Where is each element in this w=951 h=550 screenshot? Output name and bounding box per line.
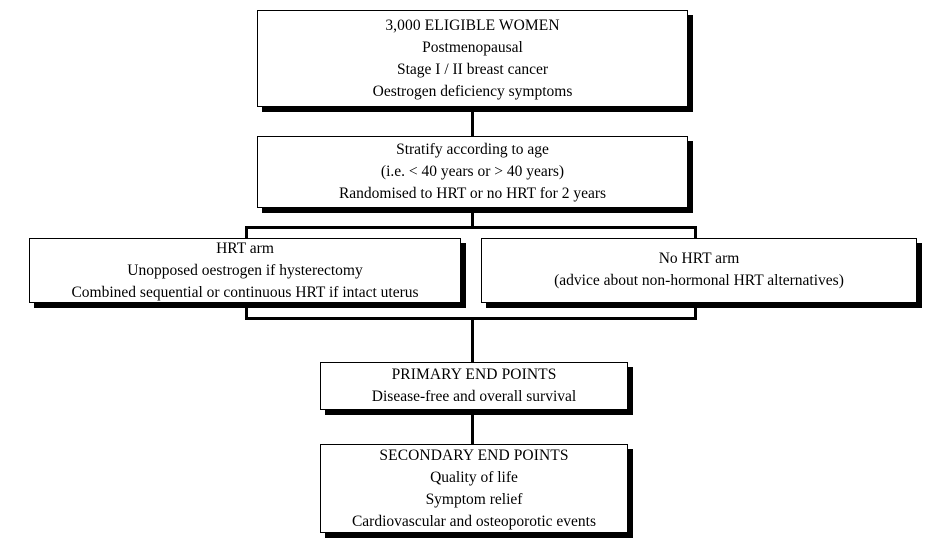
no-hrt-arm-line-1: No HRT arm: [658, 250, 740, 267]
hrt-arm-line-1: HRT arm: [216, 239, 274, 257]
splitter-left-drop: [245, 226, 248, 240]
no-hrt-arm-line-2: (advice about non-hormonal HRT alternati…: [554, 272, 844, 289]
stratify-line-1: Stratify according to age: [396, 141, 549, 158]
connector-eligible-to-stratify: [471, 107, 474, 137]
splitter-right-drop: [694, 226, 697, 240]
stratify-line-2: (i.e. < 40 years or > 40 years): [380, 163, 565, 180]
secondary-end-points-box: SECONDARY END POINTS Quality of life Sym…: [320, 444, 628, 533]
secondary-end-points-line-2: Quality of life: [430, 468, 518, 486]
secondary-end-points-line-1: SECONDARY END POINTS: [379, 446, 569, 464]
splitter-horizontal-bar: [245, 226, 697, 229]
no-hrt-arm-box: No HRT arm (advice about non-hormonal HR…: [481, 238, 917, 303]
eligible-women-line-1: 3,000 ELIGIBLE WOMEN: [385, 16, 560, 34]
hrt-arm-box: HRT arm Unopposed oestrogen if hysterect…: [29, 238, 461, 303]
eligible-women-line-4: Oestrogen deficiency symptoms: [372, 82, 573, 100]
secondary-end-points-line-4: Cardiovascular and osteoporotic events: [351, 512, 597, 530]
stratify-line-3: Randomised to HRT or no HRT for 2 years: [338, 185, 607, 202]
hrt-arm-line-2: Unopposed oestrogen if hysterectomy: [127, 261, 363, 279]
secondary-end-points-line-3: Symptom relief: [425, 490, 523, 508]
stratify-randomise-box: Stratify according to age (i.e. < 40 yea…: [257, 136, 688, 208]
primary-end-points-line-1: PRIMARY END POINTS: [391, 366, 557, 383]
eligible-women-box: 3,000 ELIGIBLE WOMEN Postmenopausal Stag…: [257, 10, 688, 107]
splitter-stem: [471, 208, 474, 228]
merger-left-rise: [245, 303, 248, 320]
connector-primary-to-secondary: [471, 410, 474, 444]
hrt-arm-line-3: Combined sequential or continuous HRT if…: [71, 283, 419, 301]
primary-end-points-line-2: Disease-free and overall survival: [371, 388, 577, 405]
primary-end-points-box: PRIMARY END POINTS Disease-free and over…: [320, 362, 628, 410]
eligible-women-line-2: Postmenopausal: [422, 38, 523, 56]
eligible-women-line-3: Stage I / II breast cancer: [396, 60, 549, 78]
merger-right-rise: [694, 303, 697, 320]
merger-stem: [471, 317, 474, 363]
